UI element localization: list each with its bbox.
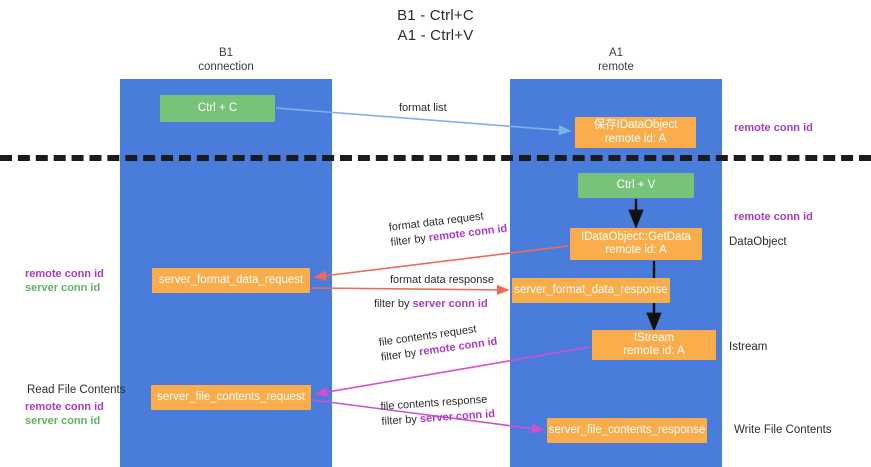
- node-ctrl-c[interactable]: Ctrl + C: [160, 95, 275, 122]
- edge-label-file-contents-request-filter-prefix: filter by: [380, 346, 421, 364]
- edge-label-format-list: format list: [399, 102, 447, 114]
- edge-format-data-response: [311, 284, 510, 296]
- edge-label-format-data-request-filter-prefix: filter by: [389, 232, 430, 249]
- edge-label-format-data-response-filter: filter by server conn id: [374, 298, 488, 312]
- node-save-idataobject[interactable]: 保存IDataObject remote id: A: [575, 117, 696, 148]
- edge-format-list: [275, 107, 572, 136]
- node-server-file-contents-response[interactable]: server_file_contents_response: [547, 418, 707, 443]
- node-server-format-data-response-label: server_format_data_response: [514, 283, 668, 296]
- page-title: B1 - Ctrl+C A1 - Ctrl+V: [0, 6, 871, 46]
- lane-a1-name: A1: [608, 47, 624, 59]
- title-line-1: B1 - Ctrl+C: [397, 7, 474, 24]
- annotation-left-server-conn-id-b: server conn id: [25, 414, 101, 427]
- edge-file-contents-response: [312, 399, 545, 434]
- edge-label-format-data-response-filter-value: server conn id: [412, 298, 488, 310]
- lane-header-b1: B1 connection: [120, 46, 332, 74]
- annotation-remote-conn-id-top: remote conn id: [734, 122, 813, 134]
- node-save-idataobject-remote-id: remote id: A: [604, 132, 667, 145]
- node-server-file-contents-request[interactable]: server_file_contents_request: [151, 385, 311, 410]
- node-istream-remote-id: remote id: A: [623, 345, 685, 357]
- edge-label-format-data-response-line1: format data response: [390, 274, 494, 286]
- lane-b1-name: B1: [218, 47, 234, 59]
- node-ctrl-v[interactable]: Ctrl + V: [578, 173, 694, 198]
- node-getdata-title: IDataObject::GetData: [581, 230, 691, 243]
- node-server-format-data-request-label: server_format_data_request: [158, 273, 304, 286]
- annotation-left-conn-ids-b: remote conn id server conn id: [25, 401, 104, 428]
- node-istream-title: IStream: [633, 331, 675, 344]
- node-server-file-contents-request-label: server_file_contents_request: [157, 390, 305, 403]
- lane-b1-subtitle: connection: [198, 61, 254, 73]
- edge-label-format-data-response-filter-prefix: filter by: [374, 298, 413, 310]
- node-server-format-data-request[interactable]: server_format_data_request: [152, 268, 310, 293]
- lane-header-a1: A1 remote: [510, 46, 722, 74]
- node-server-format-data-response[interactable]: server_format_data_response: [512, 278, 670, 303]
- edge-format-data-request: [313, 245, 569, 281]
- node-idataobject-getdata[interactable]: IDataObject::GetData remote id: A: [570, 228, 702, 260]
- node-server-file-contents-response-label: server_file_contents_response: [548, 423, 706, 436]
- edge-label-file-contents-response-filter-value: server conn id: [419, 408, 496, 426]
- lane-a1-subtitle: remote: [598, 61, 634, 73]
- annotation-remote-conn-id-mid: remote conn id: [734, 211, 813, 223]
- annotation-left-remote-conn-id-b: remote conn id: [25, 401, 104, 413]
- annotation-dataobject: DataObject: [729, 236, 787, 248]
- annotation-left-conn-ids-a: remote conn id server conn id: [25, 268, 104, 295]
- node-ctrl-v-label: Ctrl + V: [616, 178, 656, 191]
- title-line-2: A1 - Ctrl+V: [397, 27, 474, 44]
- annotation-istream: Istream: [729, 341, 768, 353]
- edge-label-file-contents-response-filter-prefix: filter by: [381, 413, 421, 428]
- node-ctrl-c-label: Ctrl + C: [197, 101, 238, 114]
- edge-file-contents-request: [314, 346, 591, 398]
- annotation-left-remote-conn-id-a: remote conn id: [25, 268, 104, 280]
- annotation-read-file-contents: Read File Contents: [27, 384, 126, 396]
- annotation-left-server-conn-id-a: server conn id: [25, 281, 101, 294]
- node-getdata-remote-id: remote id: A: [605, 244, 667, 256]
- annotation-write-file-contents: Write File Contents: [734, 424, 832, 436]
- node-istream[interactable]: IStream remote id: A: [592, 330, 716, 360]
- node-save-idataobject-title: 保存IDataObject: [593, 119, 678, 131]
- phase-divider: [0, 155, 871, 161]
